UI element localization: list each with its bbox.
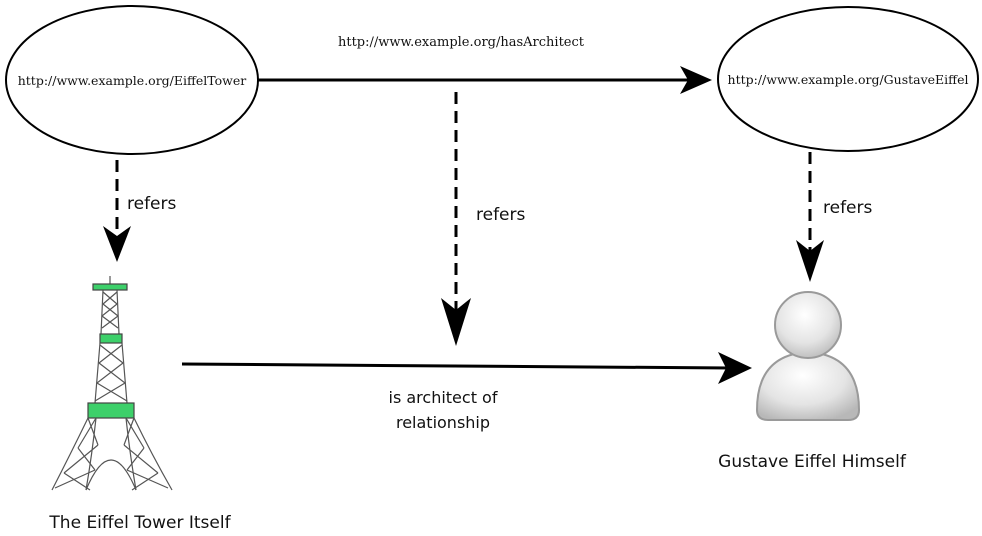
- refers-label-left: refers: [127, 194, 177, 214]
- real-relation-arrow: [181, 362, 731, 370]
- real-relation-label-line2: relationship: [396, 413, 490, 432]
- object-node: http://www.example.org/GustaveEiffel: [717, 6, 979, 152]
- refers-right-arrowhead-icon: [796, 240, 824, 282]
- predicate-arrowhead-icon: [680, 66, 712, 94]
- person-caption: Gustave Eiffel Himself: [718, 452, 907, 472]
- tower-caption: The Eiffel Tower Itself: [48, 513, 231, 533]
- refers-left-arrowhead-icon: [103, 226, 131, 262]
- subject-node: http://www.example.org/EiffelTower: [5, 5, 259, 155]
- person-avatar-icon: [755, 291, 861, 421]
- real-relation-label-line1: is architect of: [389, 388, 498, 407]
- predicate-uri-label: http://www.example.org/hasArchitect: [338, 35, 585, 50]
- eiffel-tower-icon: [51, 276, 173, 491]
- refers-label-right: refers: [823, 198, 873, 218]
- real-relation-arrowhead-icon: [718, 352, 752, 384]
- subject-uri-label: http://www.example.org/EiffelTower: [18, 73, 247, 88]
- object-uri-label: http://www.example.org/GustaveEiffel: [728, 72, 969, 87]
- refers-middle-arrowhead-icon: [441, 298, 471, 346]
- refers-label-middle: refers: [476, 205, 526, 225]
